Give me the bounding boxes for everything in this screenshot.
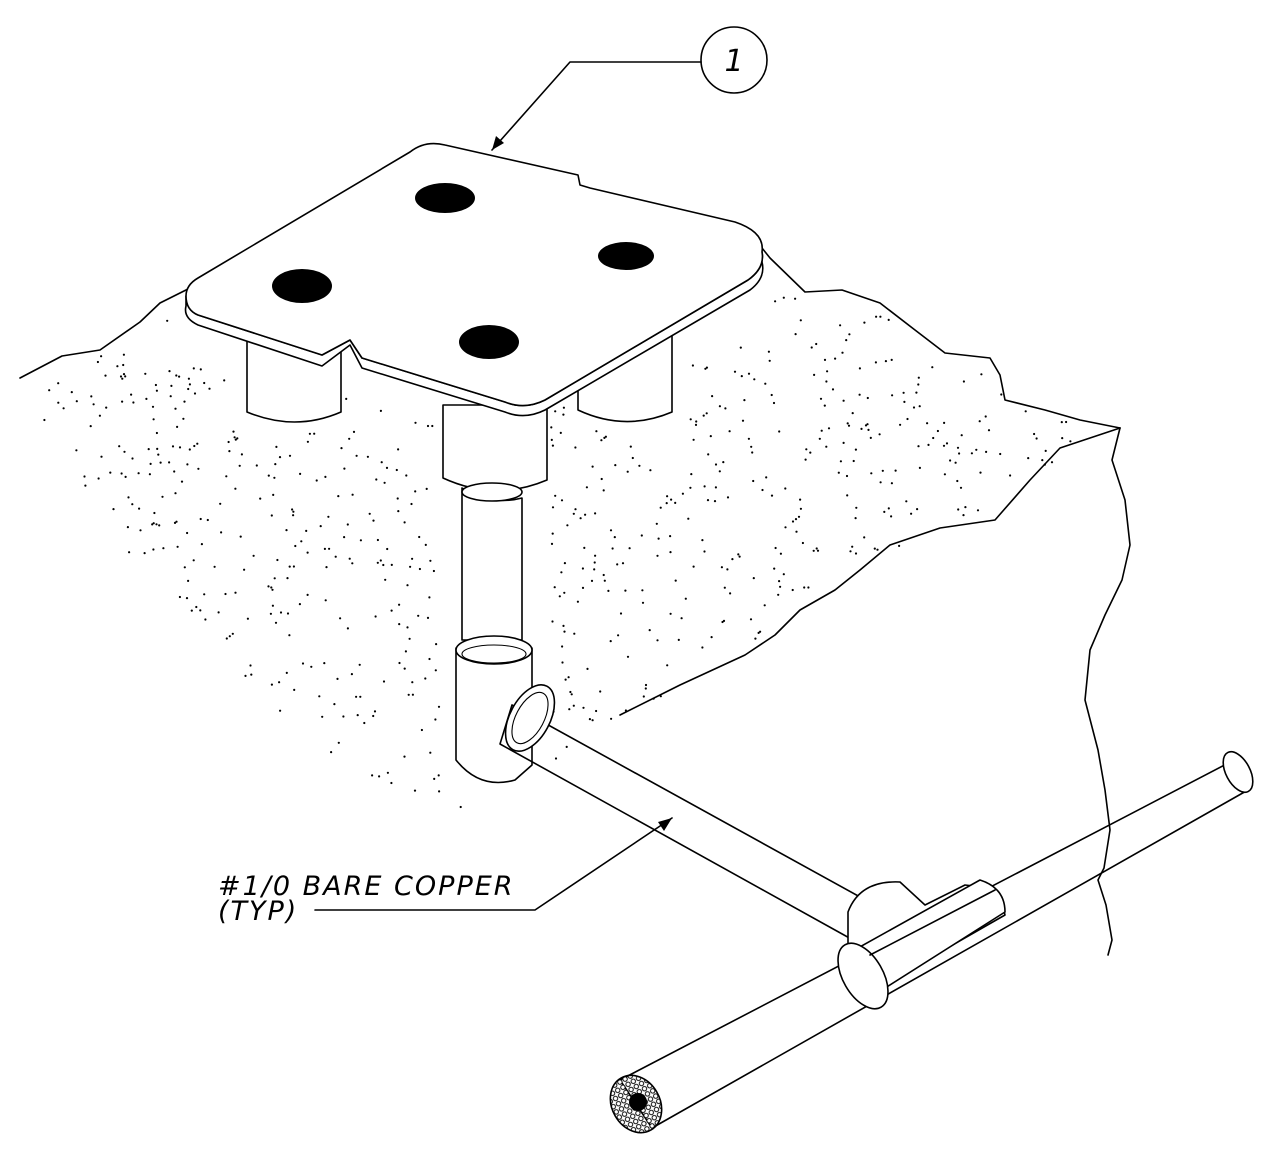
base-plate <box>184 142 764 417</box>
pier-right <box>577 334 673 423</box>
soil-outline <box>19 242 1131 956</box>
pier-front <box>442 404 548 492</box>
tee-fitting <box>837 879 1006 1010</box>
conductor-arrowhead <box>658 818 672 831</box>
callout-arrowhead <box>492 136 504 150</box>
callout-1: 1 <box>491 26 768 151</box>
conductor-label-line2: (TYP) <box>218 896 298 927</box>
copper-conductor-main <box>609 750 1254 1134</box>
anchor-bolt-hole-3 <box>272 269 332 303</box>
anchor-bolt-hole-1 <box>415 183 475 213</box>
conductor-leader <box>314 817 673 911</box>
soil-stipple <box>43 296 1072 809</box>
callout-leader <box>491 61 702 151</box>
callout-bubble <box>700 26 768 94</box>
copper-conductor-branch <box>499 684 881 946</box>
conductor-callout: #1/0 BARE COPPER (TYP) <box>218 817 673 927</box>
anchor-bolt-hole-4 <box>459 325 519 359</box>
anchor-bolt-hole-2 <box>598 242 654 270</box>
callout-number: 1 <box>724 44 743 79</box>
conductor-label-line1: #1/0 BARE COPPER <box>218 871 515 902</box>
ground-pipe <box>461 482 523 641</box>
